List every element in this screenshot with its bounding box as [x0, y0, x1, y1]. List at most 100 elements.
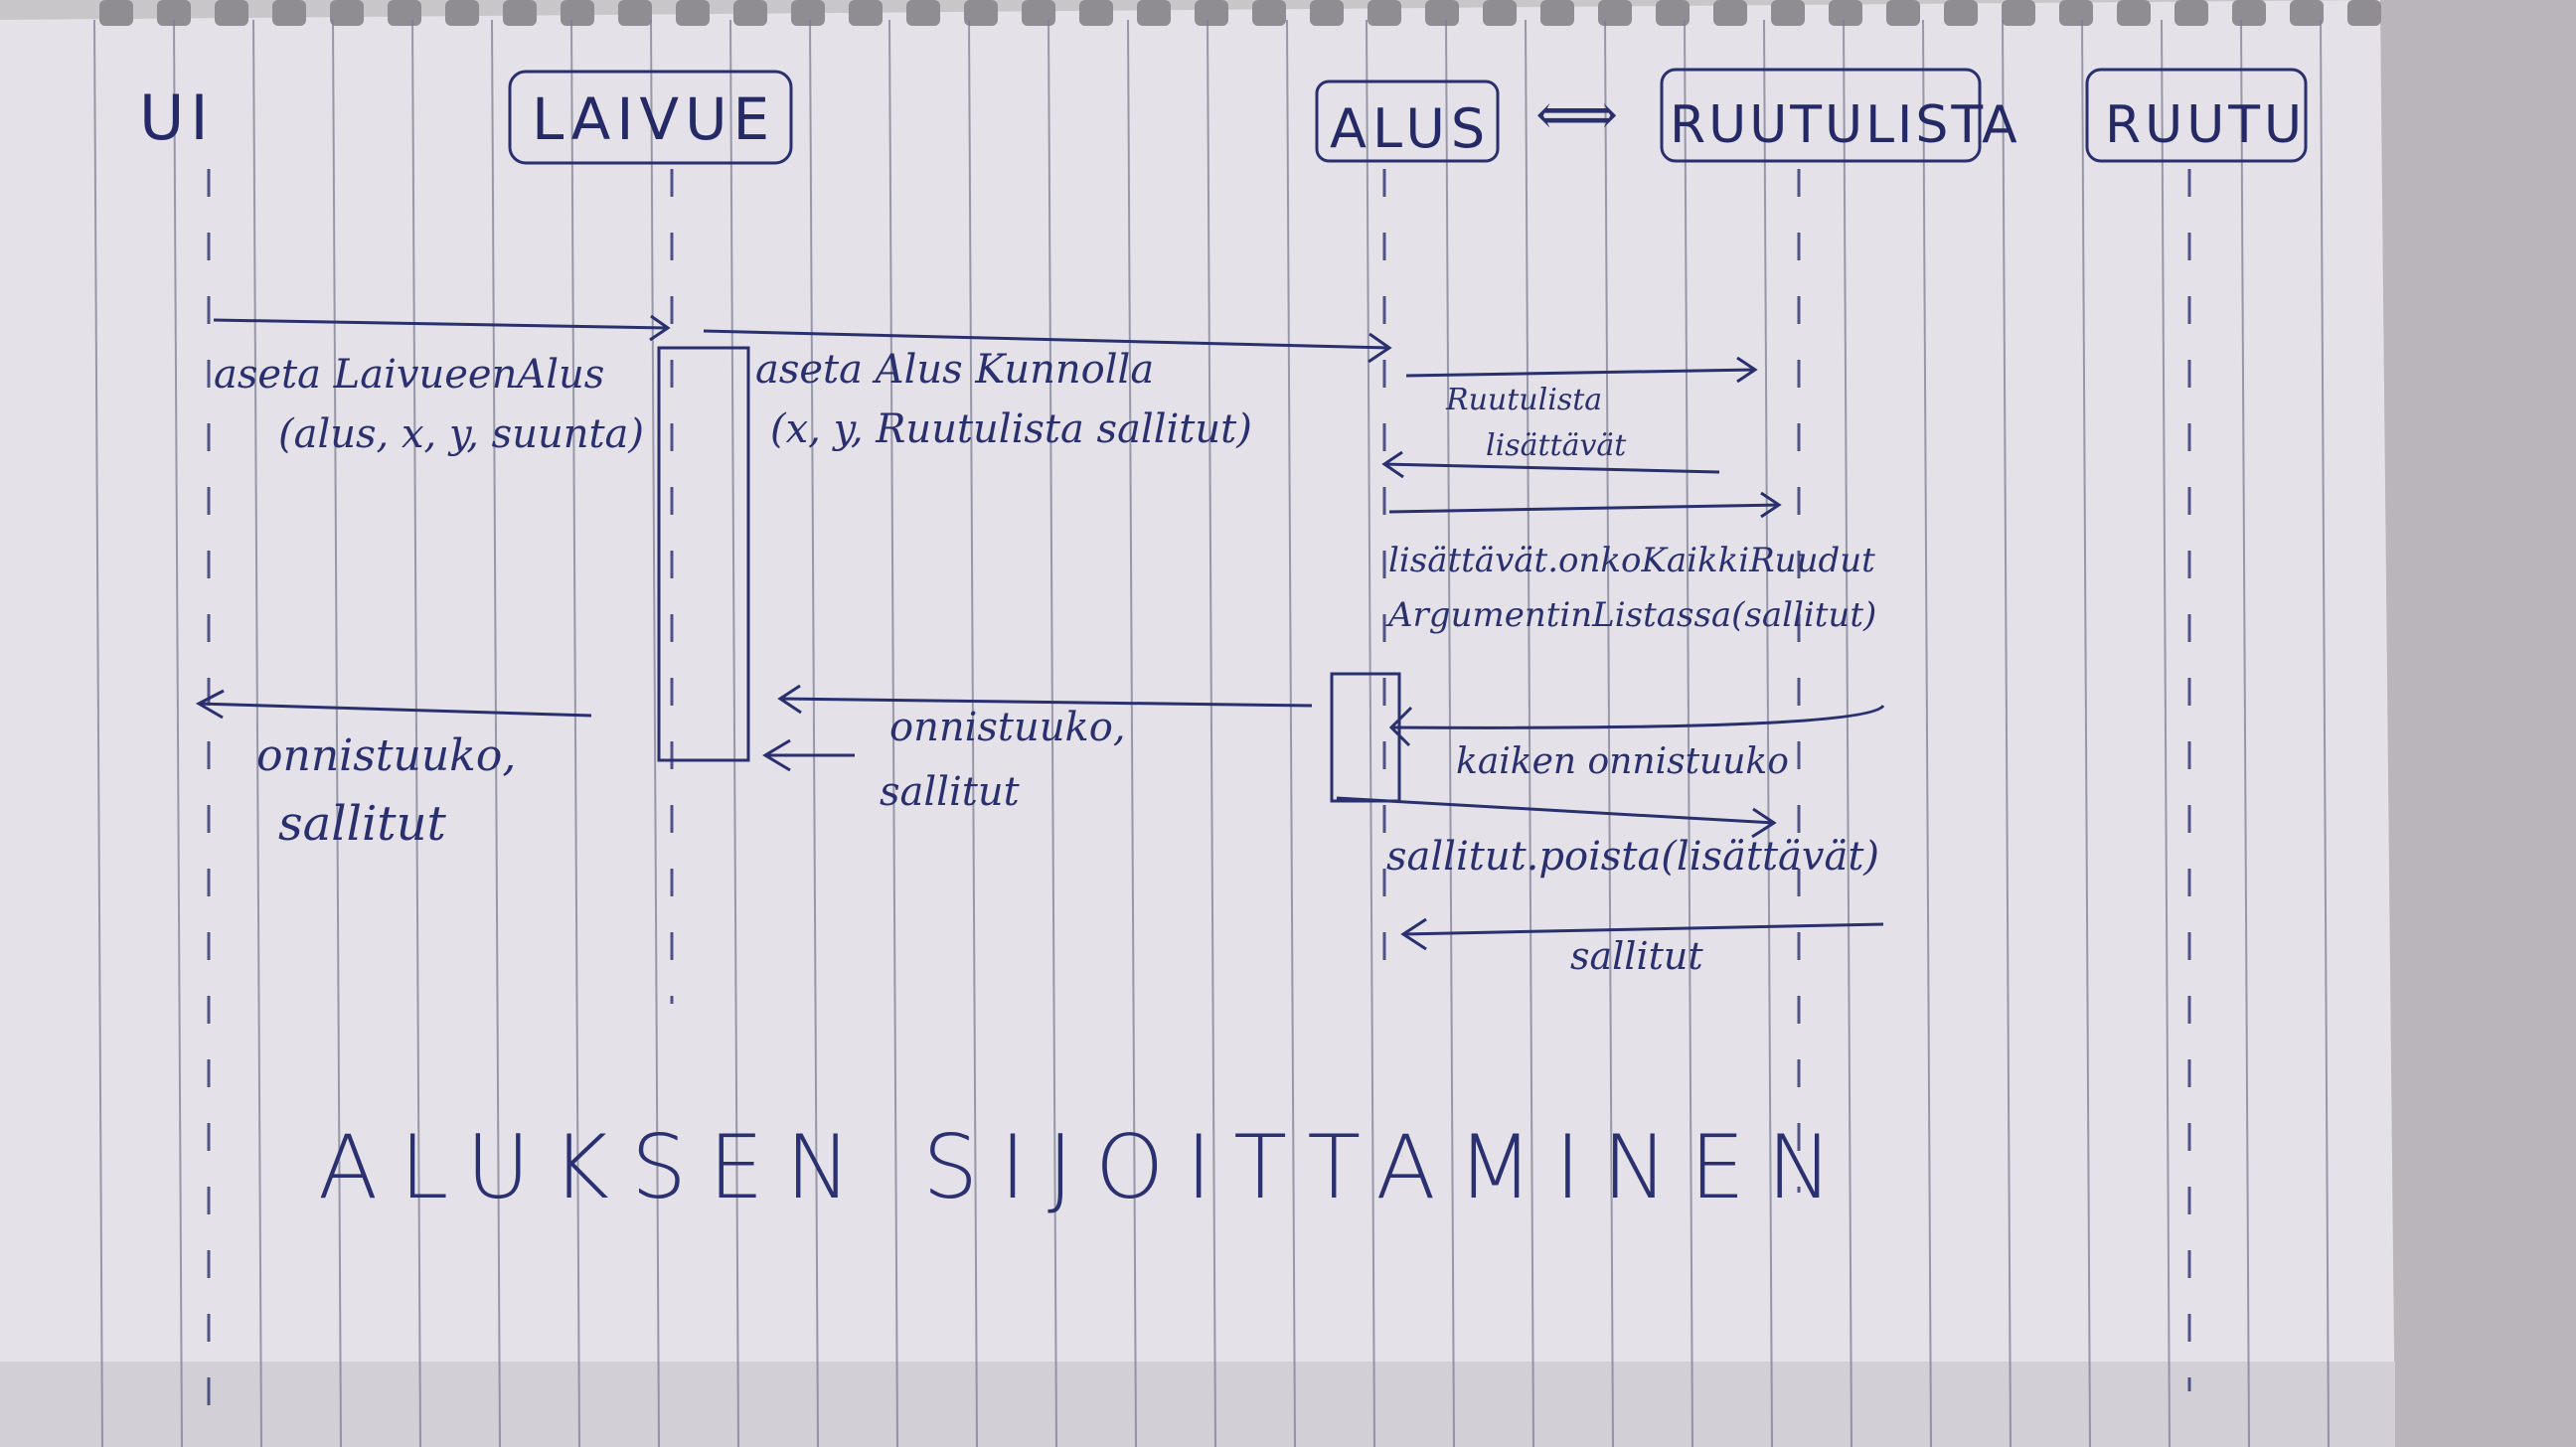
spiral-hole: [2174, 0, 2208, 26]
ruled-lines: [93, 19, 2330, 1447]
ruled-line: [650, 19, 660, 1447]
ruled-line: [252, 19, 262, 1447]
spiral-hole: [1252, 0, 1286, 26]
arrow-m2-head: [1368, 332, 1392, 364]
spiral-hole: [1656, 0, 1690, 26]
spiral-hole: [272, 0, 306, 26]
ruled-line: [332, 19, 342, 1447]
spiral-hole: [330, 0, 364, 26]
spiral-hole: [1137, 0, 1171, 26]
arrow-m7-head: [195, 689, 225, 720]
spiral-hole: [2002, 0, 2035, 26]
arrow-m6: [779, 697, 1313, 708]
message-m3-line2: lisättävät: [1486, 428, 1627, 463]
message-m1-line1: aseta LaivueenAlus: [214, 352, 604, 398]
participant-ruutulista-label: RUUTULISTA: [1670, 95, 2020, 155]
spiral-hole: [1368, 0, 1401, 26]
message-m5-line1: kaiken onnistuuko: [1456, 741, 1789, 782]
message-labels: aseta LaivueenAlus (alus, x, y, suunta) …: [214, 347, 1879, 978]
arrow-m2: [703, 329, 1390, 350]
association-arrow-icon: ⟺: [1535, 80, 1618, 148]
spiral-holes: [99, 0, 2381, 26]
ruled-line: [2161, 19, 2171, 1447]
ruled-line: [1286, 19, 1296, 1447]
message-m2-line1: aseta Alus Kunnolla: [755, 347, 1154, 393]
spiral-hole: [1079, 0, 1113, 26]
spiral-hole: [1483, 0, 1517, 26]
participant-laivue-box: [508, 70, 793, 165]
participant-laivue-label: LAIVUE: [532, 85, 775, 153]
ruled-line: [2320, 19, 2330, 1447]
spiral-hole: [1771, 0, 1805, 26]
ruled-line: [491, 19, 501, 1447]
spiral-hole: [964, 0, 998, 26]
arrow-m3-return-head: [1381, 450, 1404, 479]
spiral-hole: [1886, 0, 1920, 26]
ruled-line: [93, 19, 103, 1447]
participant-alus-label: ALUS: [1330, 97, 1491, 160]
arrow-m4: [1388, 503, 1780, 514]
spiral-hole: [2347, 0, 2381, 26]
ruled-line: [1684, 19, 1693, 1447]
ruled-line: [173, 19, 183, 1447]
ruled-line: [2081, 19, 2091, 1447]
arrow-m3: [1405, 368, 1755, 378]
ruled-line: [1604, 19, 1614, 1447]
participant-ruutulista: RUUTULISTA: [1660, 68, 2020, 163]
ruled-line: [1525, 19, 1534, 1447]
arrow-m1: [213, 318, 669, 330]
spiral-hole: [2059, 0, 2093, 26]
spiral-hole: [2117, 0, 2151, 26]
ruled-line: [809, 19, 819, 1447]
spiral-hole: [676, 0, 710, 26]
arrow-m3-return: [1383, 462, 1720, 474]
ruled-line: [1922, 19, 1932, 1447]
ruled-line: [1366, 19, 1375, 1447]
message-m3-line1: Ruutulista: [1445, 383, 1602, 417]
ruled-line: [1763, 19, 1773, 1447]
arrow-m5-head: [1388, 706, 1413, 747]
ruled-line: [570, 19, 580, 1447]
lifelines: [207, 169, 2191, 1421]
ruled-line: [2002, 19, 2012, 1447]
spiral-hole: [1829, 0, 1862, 26]
ruled-line: [1207, 19, 1216, 1447]
participant-alus: ALUS: [1315, 80, 1500, 163]
spiral-hole: [99, 0, 133, 26]
message-m2-line2: (x, y, Ruutulista sallitut): [770, 406, 1252, 452]
spiral-hole: [2232, 0, 2266, 26]
ruled-line: [2240, 19, 2250, 1447]
diagram-title: ALUKSEN SIJOITTAMINEN: [318, 1116, 1854, 1218]
arrow-m8-head: [1751, 807, 1777, 839]
participant-ui-label: UI: [139, 81, 215, 154]
participant-ruutulista-box: [1660, 68, 1982, 163]
ruled-line: [1843, 19, 1852, 1447]
page-shadow: [0, 1362, 2395, 1447]
ruled-line: [1445, 19, 1455, 1447]
message-m1-line2: (alus, x, y, suunta): [278, 411, 644, 457]
participant-laivue: LAIVUE: [508, 70, 793, 165]
arrow-m5: [1390, 704, 1885, 729]
spiral-hole: [849, 0, 883, 26]
message-arrows: [195, 314, 1885, 951]
ruled-line: [729, 19, 739, 1447]
spiral-hole: [561, 0, 594, 26]
participant-alus-box: [1315, 80, 1500, 163]
arrow-m9: [1402, 922, 1884, 936]
message-m7-line2: sallitut: [278, 796, 447, 852]
arrow-m1-head: [649, 314, 671, 342]
ruled-line: [888, 19, 898, 1447]
ruled-line: [1047, 19, 1057, 1447]
message-m6-line1: onnistuuko,: [889, 705, 1126, 750]
activation-laivue: [657, 346, 750, 762]
arrow-m4-head: [1760, 491, 1782, 519]
spiral-hole: [733, 0, 767, 26]
spiral-hole: [215, 0, 248, 26]
spiral-hole: [1713, 0, 1747, 26]
message-m6-line2: sallitut: [880, 769, 1021, 815]
spiral-hole: [1425, 0, 1459, 26]
spiral-hole: [1598, 0, 1632, 26]
spiral-hole: [157, 0, 191, 26]
